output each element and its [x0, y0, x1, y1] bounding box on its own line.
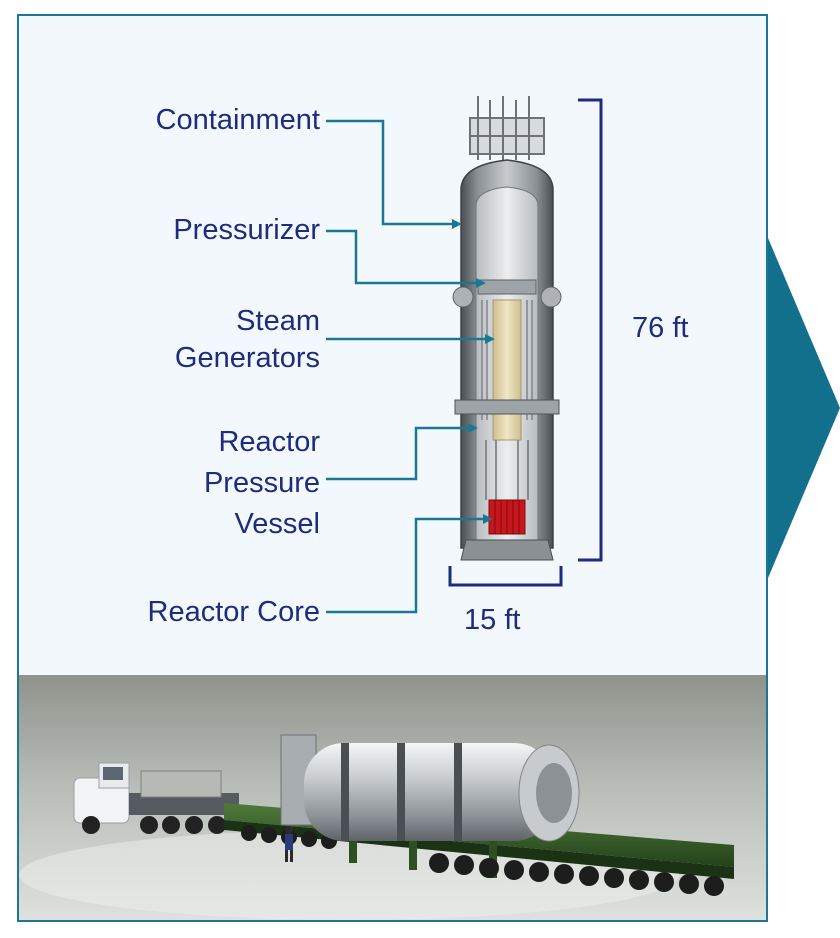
label-rpv-line1: Reactor	[218, 426, 320, 458]
label-steam-line2: Generators	[174, 342, 320, 374]
label-reactor-core: Reactor Core	[147, 596, 320, 628]
diameter-dimension-label: 15 ft	[464, 604, 521, 636]
label-steam-line1: Steam	[236, 305, 320, 337]
label-rpv-line2: Pressure	[203, 467, 320, 499]
label-reactor-pressure-vessel: Reactor Pressure Vessel	[204, 422, 320, 545]
right-arrow-chevron	[768, 238, 840, 578]
diagram-panel	[17, 14, 768, 922]
reactor-module-horizontal	[280, 734, 580, 842]
cargo-blocks	[140, 770, 222, 798]
module-diagram-area	[19, 16, 766, 675]
truck-transport-illustration	[19, 675, 766, 920]
transport-scene	[19, 675, 766, 920]
label-steam-generators: Steam Generators	[175, 303, 320, 377]
truck-cab	[73, 762, 239, 834]
label-rpv-line3: Vessel	[234, 508, 320, 540]
label-pressurizer: Pressurizer	[173, 214, 320, 246]
height-dimension-label: 76 ft	[632, 312, 689, 344]
person-figure	[285, 826, 293, 862]
label-containment: Containment	[155, 104, 320, 136]
